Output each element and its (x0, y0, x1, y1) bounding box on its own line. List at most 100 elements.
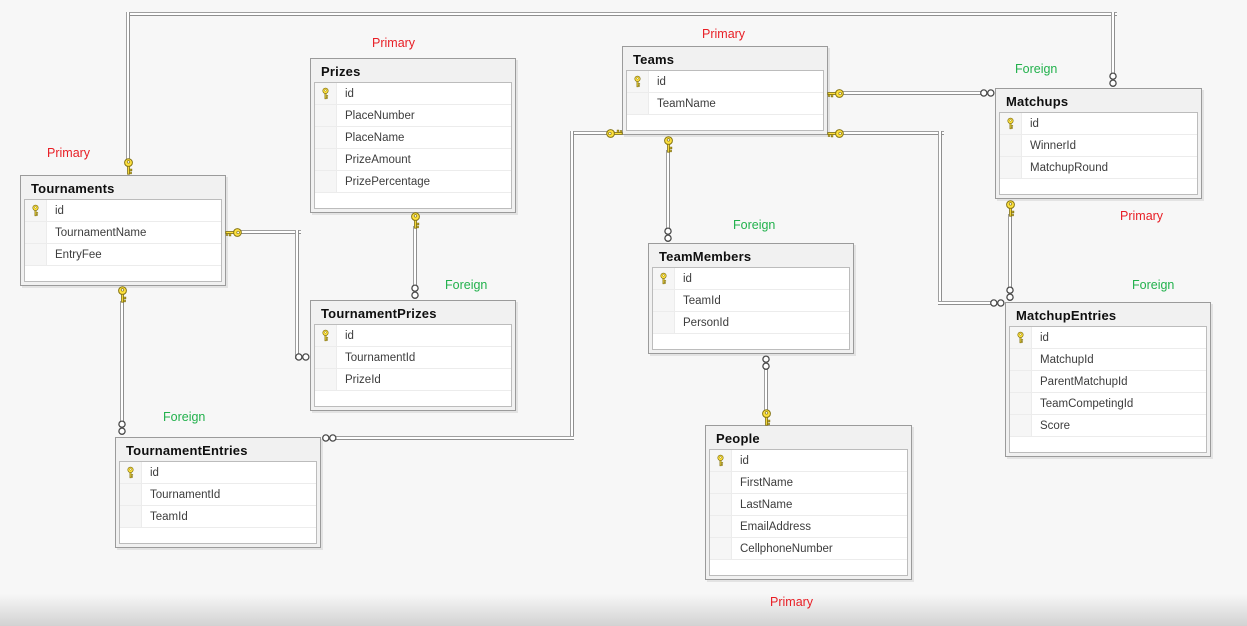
column-row[interactable]: PlaceName (315, 126, 511, 148)
column-row[interactable]: EmailAddress (710, 515, 907, 537)
column-row[interactable]: WinnerId (1000, 134, 1197, 156)
table-title[interactable]: MatchupEntries (1016, 308, 1117, 323)
column-row[interactable]: CellphoneNumber (710, 537, 907, 559)
relationship-line-prizes-to-tournamentprizes[interactable] (413, 226, 417, 287)
relationship-line-tournaments-to-matchups[interactable] (1111, 12, 1115, 75)
relationship-line-tournaments-to-matchups[interactable] (126, 12, 1117, 16)
empty-row[interactable] (653, 333, 849, 349)
column-name: id (345, 329, 354, 342)
empty-row[interactable] (315, 192, 511, 208)
foreign-label[interactable]: Foreign (1015, 62, 1058, 76)
relationship-line-teams-to-matchupentries[interactable] (938, 131, 942, 305)
empty-row[interactable] (710, 559, 907, 575)
column-row[interactable]: TournamentName (25, 221, 221, 243)
table-title[interactable]: Prizes (321, 64, 361, 79)
relationship-line-teams-to-matchups[interactable] (840, 91, 981, 95)
primary-label[interactable]: Primary (702, 27, 746, 41)
table-title[interactable]: Tournaments (31, 181, 115, 196)
primary-label[interactable]: Primary (47, 146, 91, 160)
relationship-line-teams-to-teammembers[interactable] (666, 150, 670, 230)
column-row[interactable]: id (653, 268, 849, 289)
column-row[interactable]: TeamName (627, 92, 823, 114)
relationship-line-teams-to-tournamententries[interactable] (570, 131, 609, 135)
table-title[interactable]: Teams (633, 52, 675, 67)
infinity-end-icon (321, 433, 337, 443)
column-row[interactable]: PrizeAmount (315, 148, 511, 170)
relationship-line-teams-to-tournamententries[interactable] (334, 436, 574, 440)
foreign-label[interactable]: Foreign (163, 410, 206, 424)
table-title[interactable]: People (716, 431, 760, 446)
table-title[interactable]: TournamentEntries (126, 443, 248, 458)
column-row[interactable]: TeamCompetingId (1010, 392, 1206, 414)
relationship-line-tournaments-to-tournamentprizes[interactable] (239, 230, 301, 234)
column-name: TournamentName (55, 226, 147, 239)
column-row[interactable]: FirstName (710, 471, 907, 493)
foreign-label[interactable]: Foreign (1132, 278, 1175, 292)
empty-row[interactable] (315, 390, 511, 406)
row-selector-cell (25, 222, 47, 243)
relationship-line-people-to-teammembers[interactable] (764, 368, 768, 412)
column-row[interactable]: EntryFee (25, 243, 221, 265)
empty-row[interactable] (627, 114, 823, 130)
row-selector-cell (315, 149, 337, 170)
table-title[interactable]: TournamentPrizes (321, 306, 437, 321)
column-row[interactable]: MatchupId (1010, 348, 1206, 370)
column-row[interactable]: TeamId (120, 505, 316, 527)
column-row[interactable]: id (710, 450, 907, 471)
column-row[interactable]: TournamentId (315, 346, 511, 368)
foreign-label[interactable]: Foreign (733, 218, 776, 232)
table-title[interactable]: TeamMembers (659, 249, 752, 264)
column-row[interactable]: PrizePercentage (315, 170, 511, 192)
column-row[interactable]: ParentMatchupId (1010, 370, 1206, 392)
relationship-line-tournaments-to-tournamententries[interactable] (120, 301, 124, 423)
empty-row[interactable] (25, 265, 221, 281)
column-name: LastName (740, 498, 793, 511)
primary-key-icon (1010, 327, 1032, 348)
column-row[interactable]: PlaceNumber (315, 104, 511, 126)
column-row[interactable]: TeamId (653, 289, 849, 311)
table-title[interactable]: Matchups (1006, 94, 1069, 109)
column-row[interactable]: PrizeId (315, 368, 511, 390)
empty-row[interactable] (120, 527, 316, 543)
primary-key-icon (710, 450, 732, 471)
relationship-line-tournaments-to-tournamentprizes[interactable] (295, 230, 299, 359)
primary-label[interactable]: Primary (770, 595, 814, 609)
primary-label[interactable]: Primary (372, 36, 416, 50)
key-end-icon (760, 408, 773, 426)
relationship-line-teams-to-matchupentries[interactable] (938, 301, 991, 305)
column-row[interactable]: id (315, 325, 511, 346)
column-row[interactable]: MatchupRound (1000, 156, 1197, 178)
relationship-line-teams-to-tournamententries[interactable] (570, 131, 574, 440)
column-row[interactable]: id (25, 200, 221, 221)
foreign-label[interactable]: Foreign (445, 278, 488, 292)
column-row[interactable]: id (315, 83, 511, 104)
column-name: TournamentId (150, 488, 221, 501)
column-row[interactable]: id (1010, 327, 1206, 348)
column-row[interactable]: id (120, 462, 316, 483)
key-end-icon (122, 157, 135, 175)
column-row[interactable]: Score (1010, 414, 1206, 436)
column-row[interactable]: id (1000, 113, 1197, 134)
empty-row[interactable] (1000, 178, 1197, 194)
column-row[interactable]: PersonId (653, 311, 849, 333)
column-row[interactable]: LastName (710, 493, 907, 515)
empty-row[interactable] (1010, 436, 1206, 452)
relationship-line-matchups-to-matchupentries[interactable] (1008, 214, 1012, 289)
column-row[interactable]: id (627, 71, 823, 92)
relationship-line-teams-to-matchupentries[interactable] (840, 131, 944, 135)
column-row[interactable]: TournamentId (120, 483, 316, 505)
primary-label[interactable]: Primary (1120, 209, 1164, 223)
relationship-line-tournaments-to-matchups[interactable] (126, 12, 130, 160)
column-name: MatchupId (1040, 353, 1094, 366)
